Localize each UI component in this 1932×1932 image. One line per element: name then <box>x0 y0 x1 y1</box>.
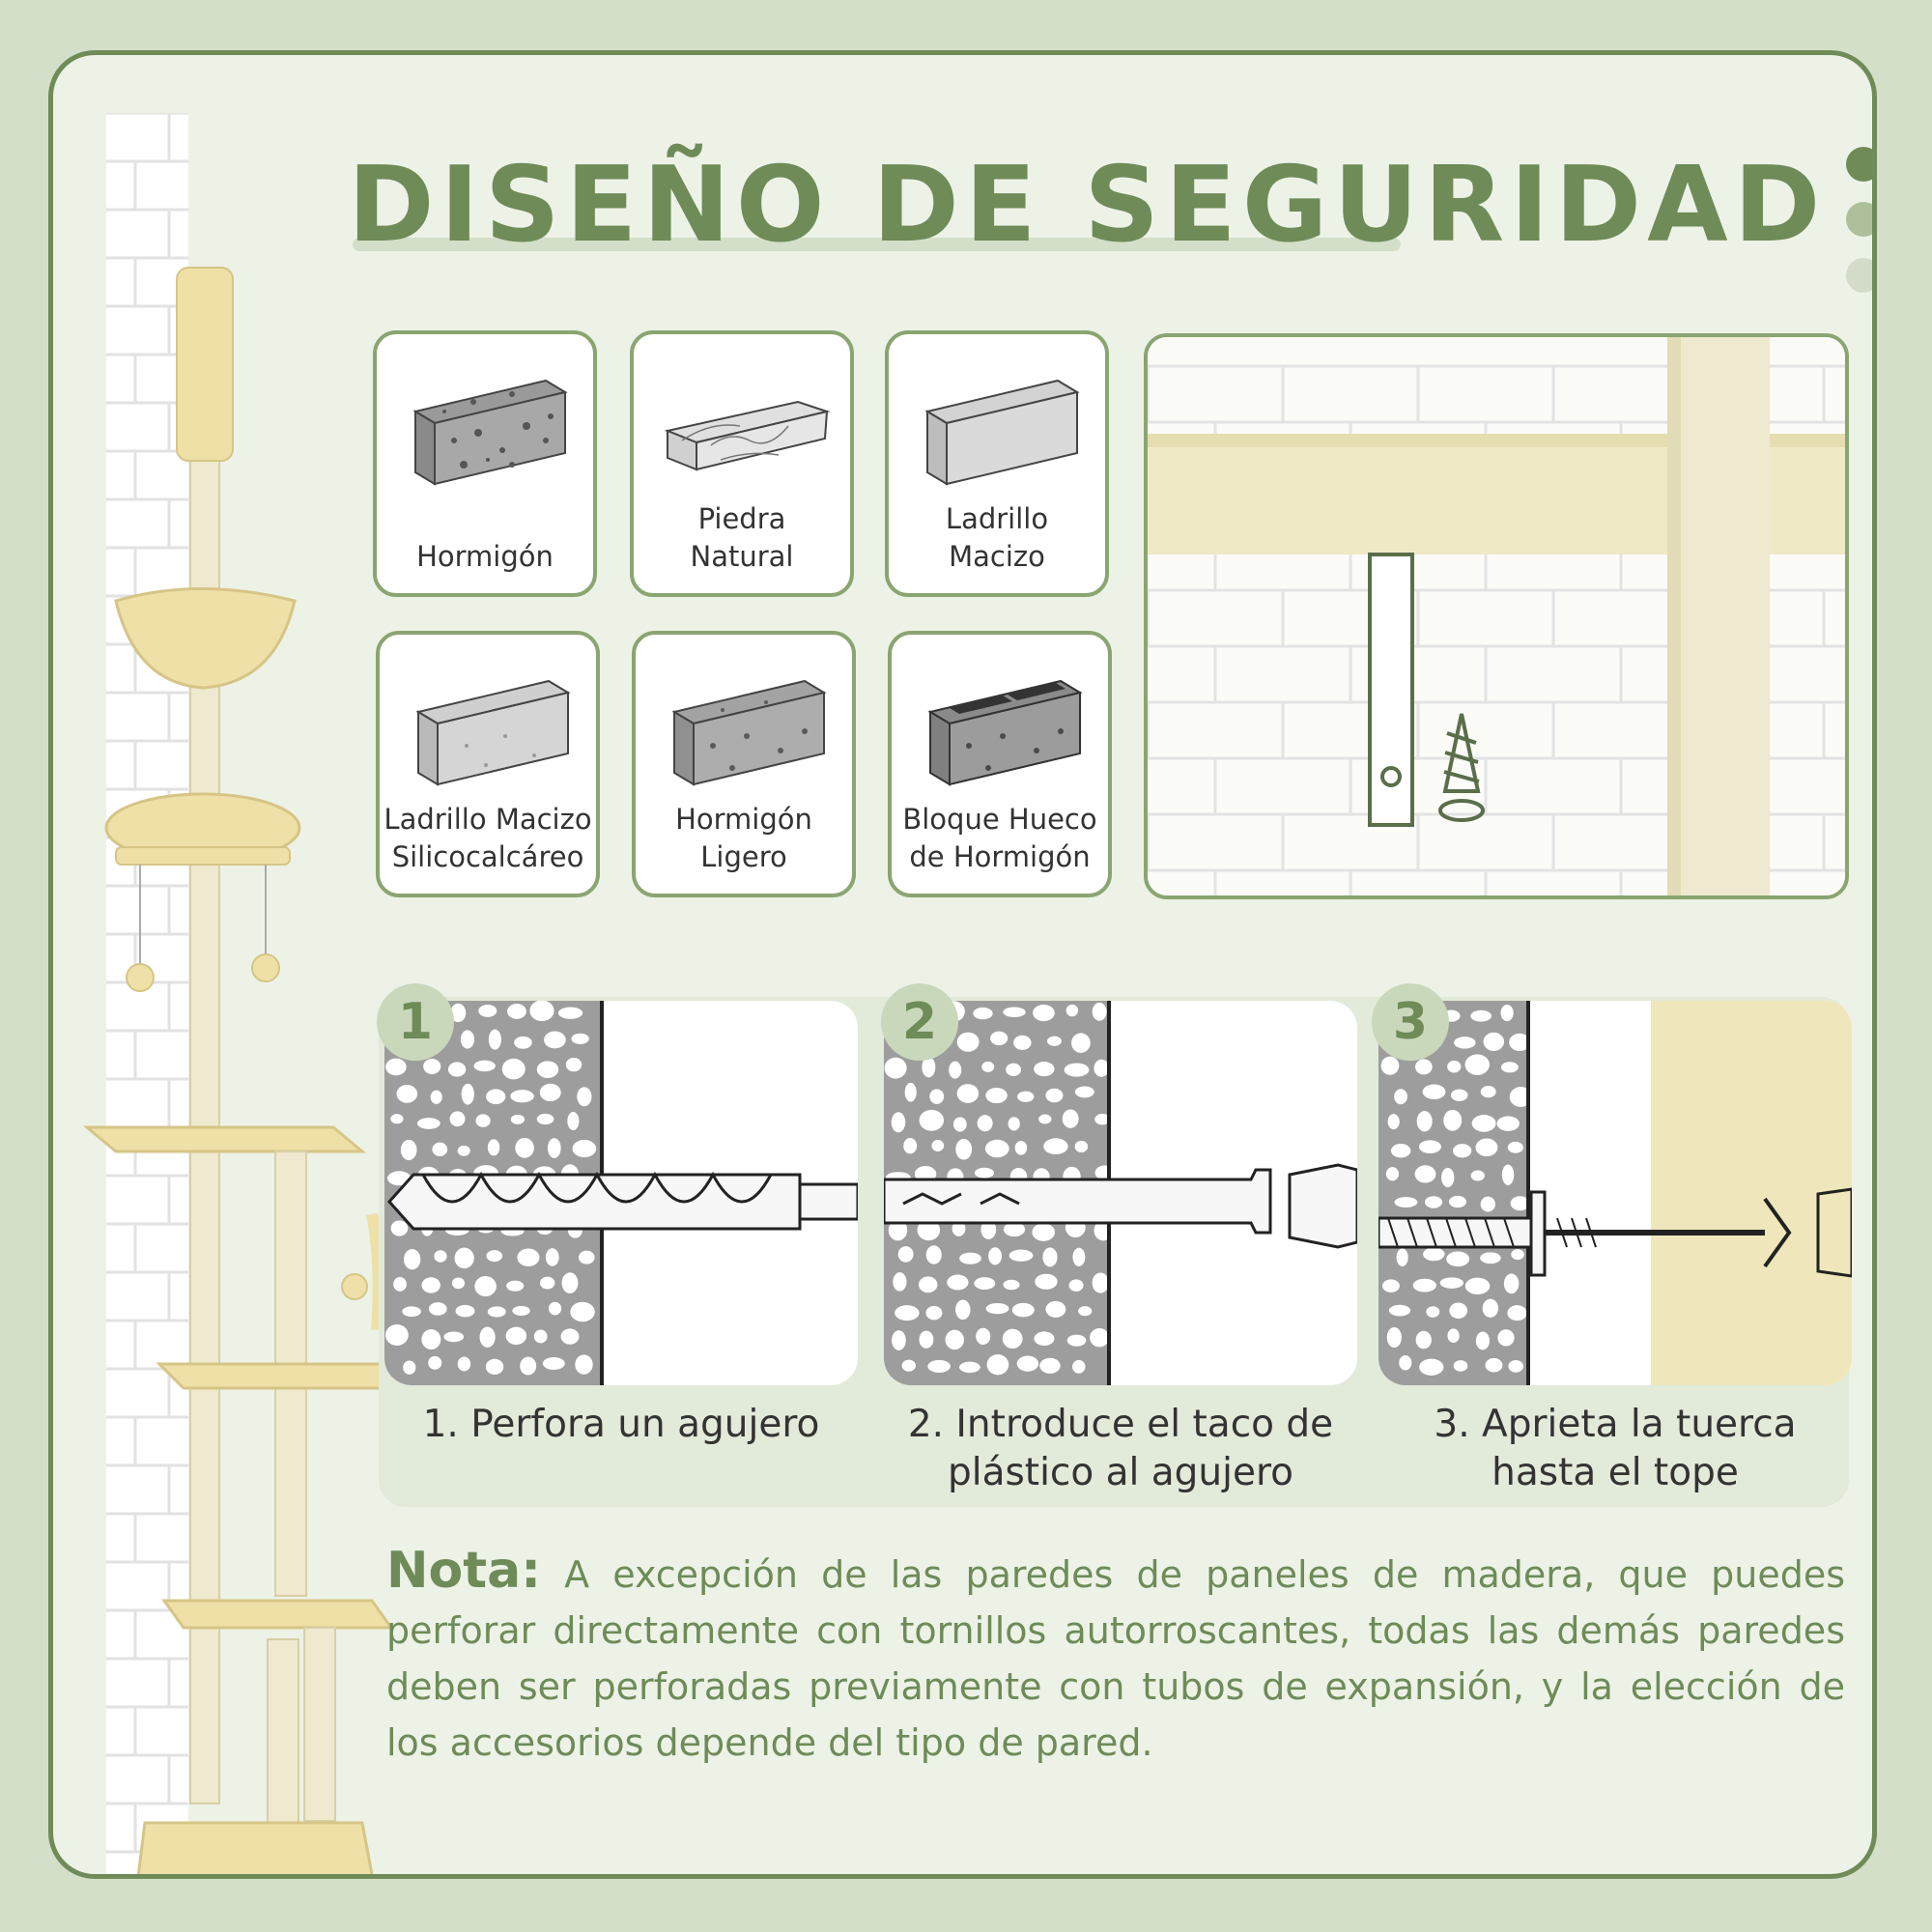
step-text: 1. Perfora un agujero <box>422 1403 820 1446</box>
natural-stone-icon <box>664 400 831 471</box>
material-label: Hormigón <box>416 540 554 573</box>
material-label: Ladrillo Macizo <box>945 502 1049 573</box>
material-tile-concrete: Hormigón <box>373 330 597 597</box>
step-text: 3. Aprieta la tuerca hasta el tope <box>1434 1403 1797 1494</box>
step-3-image <box>1378 1001 1852 1385</box>
material-tile-hollow-concrete-block: Bloque Hueco de Hormigón <box>888 631 1112 897</box>
dot-icon <box>1846 202 1872 237</box>
material-tile-solid-brick: Ladrillo Macizo <box>885 330 1109 597</box>
step-text: 2. Introduce el taco de plástico al aguj… <box>907 1403 1334 1494</box>
solid-brick-icon <box>924 379 1080 486</box>
page-title: DISEÑO DE SEGURIDAD <box>348 145 1827 266</box>
note-label: Nota: <box>386 1542 541 1600</box>
dot-icon <box>1846 147 1872 182</box>
note-text: A excepción de las paredes de paneles de… <box>386 1553 1845 1764</box>
material-tile-lightweight-concrete: Hormigón Ligero <box>632 631 856 897</box>
step-1-image <box>384 1001 858 1385</box>
drill-bit-icon <box>386 1171 858 1231</box>
lightweight-concrete-icon <box>671 679 827 786</box>
brick-wall-background <box>106 113 188 1874</box>
material-tile-sand-lime-brick: Ladrillo Macizo Silicocalcáreo <box>376 631 600 897</box>
step-2-image <box>884 1001 1357 1385</box>
step-number: 1 <box>377 983 454 1061</box>
hollow-concrete-block-icon <box>927 679 1083 786</box>
material-label: Hormigón Ligero <box>675 803 812 873</box>
mounting-photo <box>1144 333 1849 899</box>
step-number: 3 <box>1372 983 1449 1061</box>
cat-tree-illustration <box>82 267 411 1874</box>
sand-lime-brick-icon <box>415 679 571 786</box>
concrete-block-icon <box>412 379 568 486</box>
screw-icon <box>1438 713 1485 822</box>
wall-plug-icon <box>884 1163 1357 1249</box>
title-underline <box>353 238 1401 251</box>
material-label: Bloque Hueco de Hormigón <box>902 803 1097 873</box>
material-tile-natural-stone: Piedra Natural <box>630 330 854 597</box>
material-label: Ladrillo Macizo Silicocalcáreo <box>384 803 592 873</box>
dot-icon <box>1846 258 1872 293</box>
screw-icon <box>1378 1187 1852 1278</box>
note-paragraph: Nota: A excepción de las paredes de pane… <box>386 1543 1845 1771</box>
step-number: 2 <box>881 983 958 1061</box>
material-label: Piedra Natural <box>690 502 794 573</box>
